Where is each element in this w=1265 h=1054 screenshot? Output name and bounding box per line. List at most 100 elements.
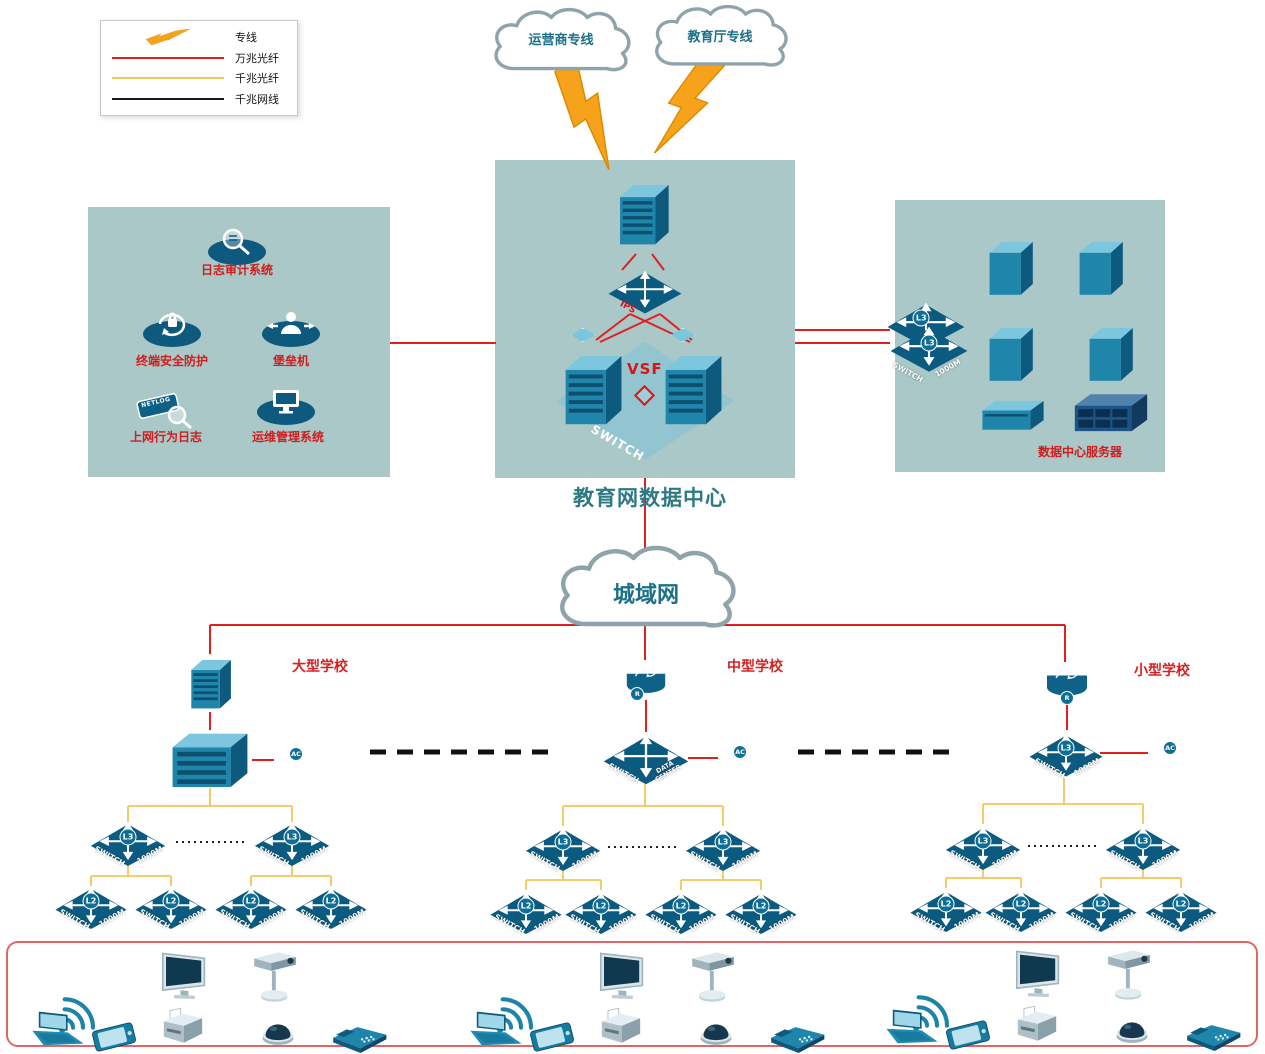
- bastion-host-label: 堡垒机: [272, 354, 309, 368]
- switch-badge: L3: [714, 833, 732, 851]
- printer-icon: [1017, 1005, 1057, 1042]
- switch-badge: L3: [554, 833, 572, 851]
- desk-phone-icon: [333, 1027, 387, 1053]
- 1g-cable-line-sample: [112, 97, 224, 100]
- smartphone-icon: [526, 1020, 578, 1054]
- printer-icon: [163, 1007, 203, 1044]
- switch-badge: L3: [974, 832, 992, 850]
- behavior-log-label: 上网行为日志: [129, 430, 202, 444]
- netlog-tag-icon: [136, 393, 192, 430]
- terminal-security-icon: [140, 306, 204, 348]
- switch-badge: L2: [242, 892, 260, 910]
- legend-row-1g-fiber: 千兆光纤: [109, 68, 289, 89]
- switch-badge: L3: [912, 309, 930, 327]
- legend-label: 专线: [235, 31, 257, 45]
- chat-terminal-icon: [334, 954, 396, 994]
- school-gateway-server-icon: [188, 650, 232, 714]
- netlog-icon: NETLOG: [130, 388, 196, 430]
- desktop-monitor-icon: [1012, 946, 1068, 1000]
- dome-camera-icon: [700, 1024, 732, 1045]
- magnifier-icon: [222, 228, 250, 256]
- switch-badge: L2: [752, 897, 770, 915]
- cloud-education-line: 教育厅专线: [641, 2, 799, 76]
- smartphone-icon: [91, 1021, 137, 1053]
- school-core-switch-icon: L3 SWITCH 1000M: [1028, 726, 1104, 780]
- ac-badge: AC: [1163, 740, 1177, 755]
- ptz-camera-icon: [1108, 950, 1150, 1000]
- router-icon: R: [622, 656, 670, 702]
- legend: 专线 万兆光纤 千兆光纤 千兆网线: [100, 20, 298, 116]
- smartphone-icon: [88, 1020, 140, 1054]
- ptz-camera-icon: [254, 952, 296, 1002]
- desktop-monitor-icon: [599, 952, 644, 1000]
- server-tag-icon: [570, 328, 595, 342]
- chat-terminal-icon: [772, 954, 834, 994]
- ptz-camera-icon: [248, 946, 302, 1008]
- log-audit-icon: [205, 224, 269, 266]
- switch-badge: L2: [162, 892, 180, 910]
- cloud-man: 城域网: [536, 542, 756, 640]
- desk-phone-icon: [1187, 1025, 1241, 1051]
- printer-icon: [594, 1006, 648, 1052]
- switch-badge: L2: [322, 892, 340, 910]
- blade-chassis-icon: [1072, 388, 1150, 436]
- datacenter-core-switch-icon: L3 L3 SWITCH 1000M: [886, 298, 969, 384]
- legend-row-1g-cable: 千兆网线: [109, 89, 289, 110]
- datacenter-server-icon: [1086, 312, 1134, 392]
- wireless-ap-icon: WLAN: [58, 948, 122, 990]
- wireless-ap-icon: WLAN: [912, 946, 976, 988]
- school-label-large: 大型学校: [292, 659, 348, 675]
- datacenter-server-icon: [986, 226, 1034, 306]
- core-server-icon: [561, 328, 623, 441]
- school-label-small: 小型学校: [1134, 663, 1190, 679]
- laptop-icon: [886, 1009, 938, 1044]
- legend-label: 千兆光纤: [235, 72, 279, 86]
- legend-row-10g: 万兆光纤: [109, 48, 289, 69]
- desk-phone-icon: [1182, 1016, 1244, 1054]
- chat-terminal-icon: [773, 956, 833, 991]
- legend-label: 千兆网线: [235, 92, 279, 106]
- log-audit-label: 日志审计系统: [200, 263, 273, 277]
- chat-terminal-icon: [1188, 952, 1250, 992]
- legend-row-dedicated: 专线: [109, 27, 289, 48]
- dome-camera-icon: [256, 1008, 300, 1054]
- vsf-label: VSF: [627, 360, 663, 378]
- lightning-icon: [145, 29, 191, 46]
- datacenter-server-icon: [1076, 226, 1124, 306]
- datacenter-title: 教育网数据中心: [573, 486, 727, 510]
- desktop-monitor-icon: [596, 948, 652, 1002]
- cloud-carrier-label: 运营商专线: [528, 33, 594, 49]
- core-server-icon: [661, 328, 723, 441]
- wlan-label: WLAN: [514, 961, 542, 971]
- school-core-storage-icon: [168, 726, 252, 790]
- terminal-devices-boundary: [6, 941, 1258, 1047]
- laptop-icon: [32, 1011, 84, 1046]
- wireless-controller-icon: AC: [1146, 734, 1194, 768]
- ips-switch-icon: IPS: [607, 264, 683, 316]
- chat-terminal-icon: [1189, 954, 1249, 989]
- router-badge: R: [1060, 690, 1074, 705]
- storage-appliance-icon: [980, 396, 1046, 434]
- ac-badge: AC: [733, 744, 747, 759]
- ptz-camera-icon: [686, 946, 740, 1008]
- switch-badge: L3: [1057, 739, 1075, 757]
- terminal-security-label: 终端安全防护: [135, 354, 208, 368]
- ops-management-label: 运维管理系统: [251, 430, 324, 444]
- switch-badge: L2: [1012, 895, 1030, 913]
- school-label-medium: 中型学校: [727, 659, 783, 675]
